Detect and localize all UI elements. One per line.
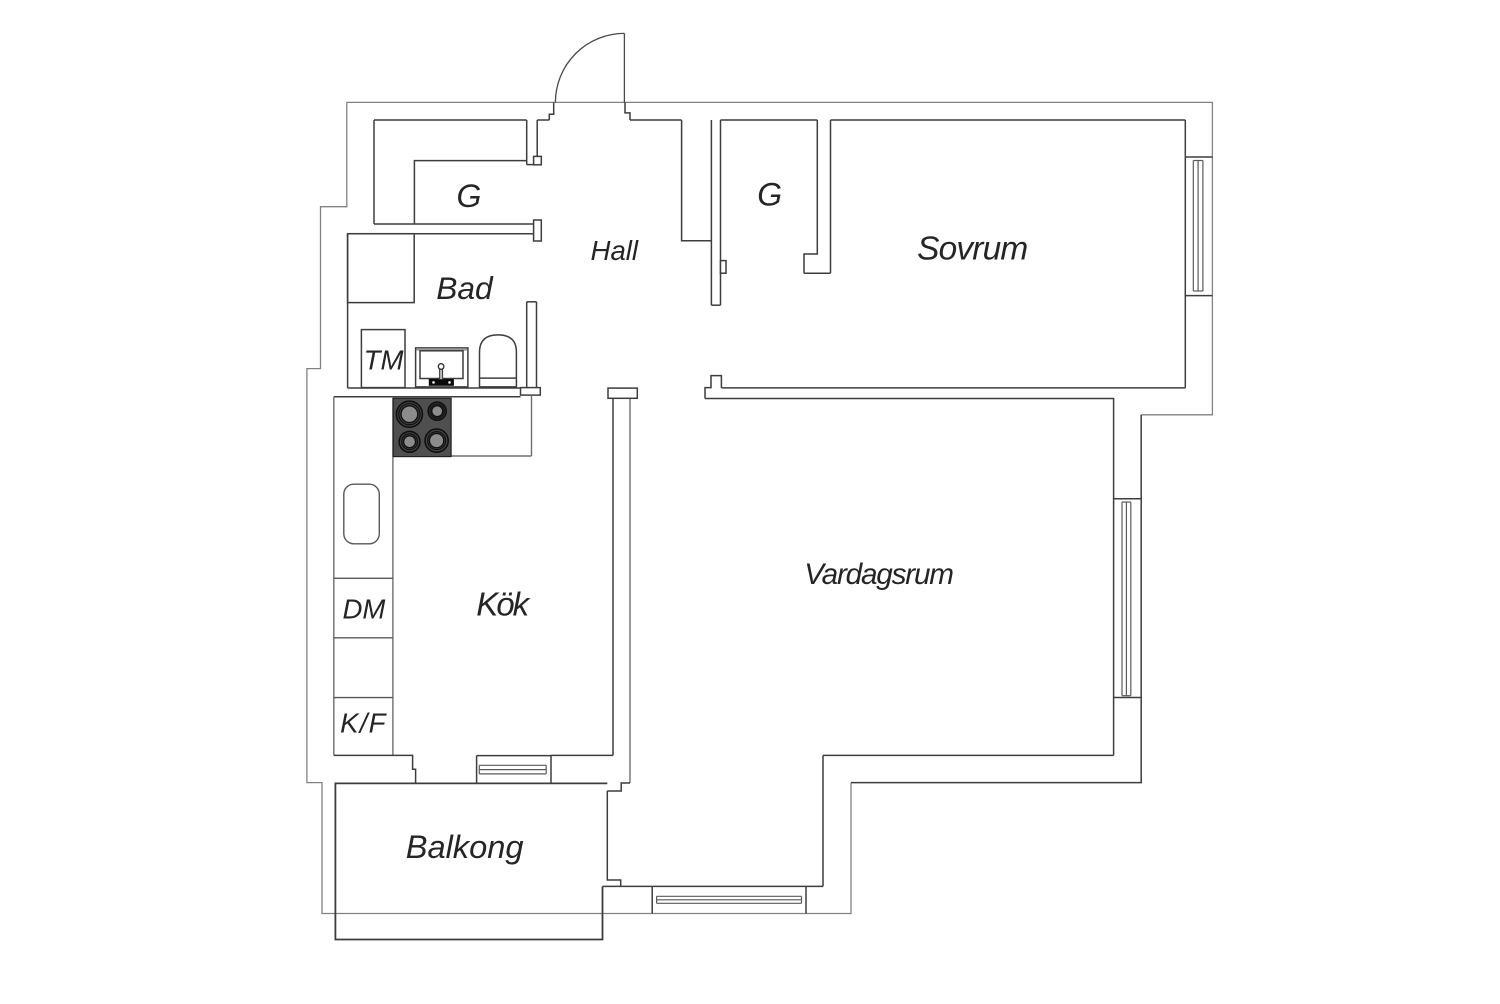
svg-text:G: G xyxy=(757,177,782,213)
svg-text:Kök: Kök xyxy=(476,586,530,623)
svg-text:G: G xyxy=(457,178,482,214)
svg-text:DM: DM xyxy=(342,593,385,624)
svg-text:TM: TM xyxy=(364,345,404,376)
svg-text:K/F: K/F xyxy=(340,708,387,739)
svg-text:Sovrum: Sovrum xyxy=(917,231,1027,268)
svg-text:Hall: Hall xyxy=(591,235,639,266)
svg-text:Vardagsrum: Vardagsrum xyxy=(804,558,953,591)
svg-text:Bad: Bad xyxy=(436,270,494,306)
svg-text:Balkong: Balkong xyxy=(406,828,524,865)
